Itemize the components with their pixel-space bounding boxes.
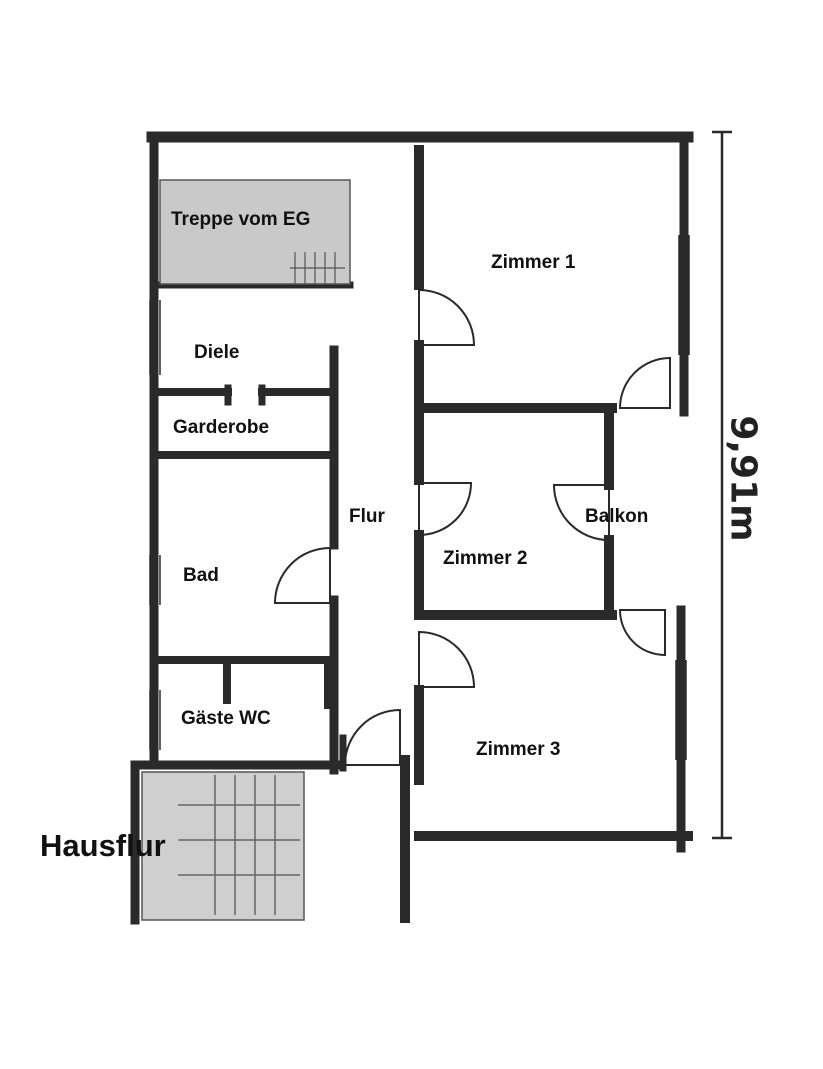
room-label-bad: Bad [183,565,219,586]
door-zimmer1 [418,288,476,346]
window-zimmer1 [678,235,690,355]
window-zimmer3 [675,660,687,760]
hausflur-opening [305,780,400,920]
stair-upper-steps [290,252,345,284]
door-bad [273,546,331,604]
room-label-zimmer1: Zimmer 1 [491,252,576,273]
door-balkon [552,484,610,542]
window-diele [149,300,161,375]
stair-upper [159,179,351,285]
room-label-hausflur: Hausflur [40,828,166,863]
door-wc [343,708,401,766]
door-zimmer2 [418,482,473,537]
room-label-balkon: Balkon [585,506,649,527]
window-bad [149,555,161,605]
room-label-gaeste-wc: Gäste WC [181,708,271,729]
door-balkon-top [618,356,671,409]
stair-hausflur [141,771,305,921]
room-label-garderobe: Garderobe [173,417,270,438]
stair-hausflur-steps [178,775,300,915]
room-label-flur: Flur [349,506,385,527]
door-zimmer3 [418,630,476,688]
room-label-zimmer3: Zimmer 3 [476,739,561,760]
window-wc [149,690,161,750]
dimension-label: 9,91m [722,415,764,542]
room-label-zimmer2: Zimmer 2 [443,548,528,569]
door-balkon-bottom [618,609,666,657]
room-label-diele: Diele [194,342,240,363]
room-label-treppe: Treppe vom EG [171,209,311,230]
